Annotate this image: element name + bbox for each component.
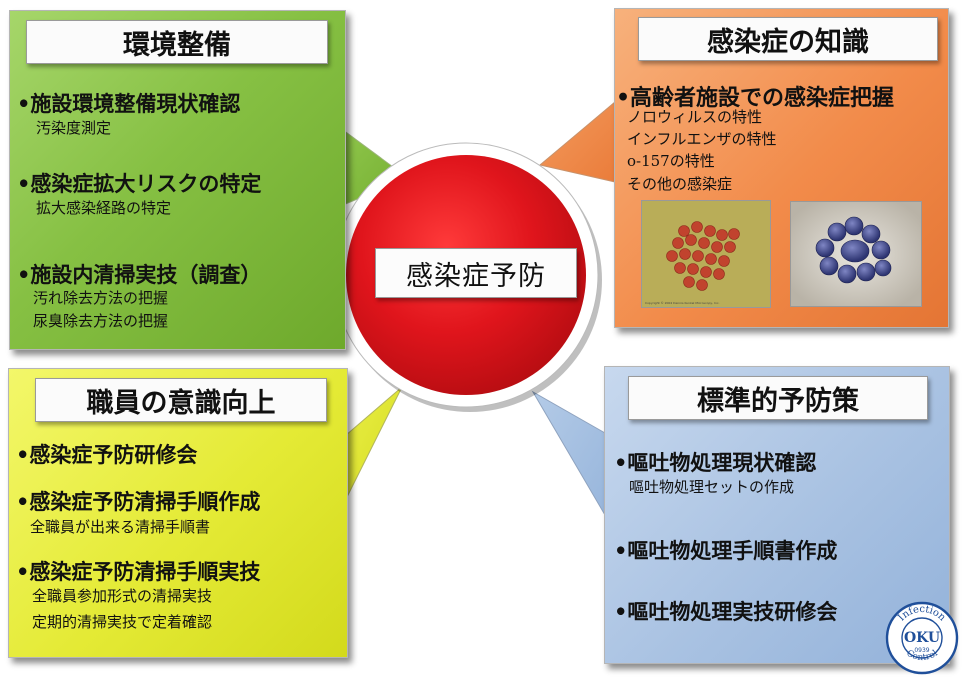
staff-title: 職員の意識向上: [35, 378, 327, 422]
knowledge-sub-3: o-157の特性: [627, 152, 715, 170]
environment-item-1-sub: 汚染度測定: [36, 119, 112, 137]
norovirus-micrograph: Copyright © 2004 Dennis Kunkel Microscop…: [641, 200, 771, 308]
staff-item-3: •感染症予防清掃手順実技: [16, 559, 261, 584]
infection-control-seal: Infection OKU 0939 Control: [885, 601, 959, 675]
influenza-micrograph: [790, 201, 922, 307]
environment-item-2-sub: 拡大感染経路の特定: [36, 199, 172, 217]
standard-item-1-sub: 嘔吐物処理セットの作成: [629, 478, 795, 496]
environment-item-3-sub-2: 尿臭除去方法の把握: [33, 312, 169, 330]
staff-item-3-sub-2: 定期的清掃実技で定着確認: [32, 613, 213, 631]
knowledge-callout-tail: [538, 100, 616, 183]
staff-item-3-sub-1: 全職員参加形式の清掃実技: [32, 587, 213, 605]
knowledge-sub-1: ノロウィルスの特性: [627, 108, 763, 126]
standard-item-1: •嘔吐物処理現状確認: [614, 450, 817, 475]
knowledge-title: 感染症の知識: [638, 17, 938, 61]
center-title: 感染症予防: [375, 248, 577, 298]
standard-callout-tail: [531, 390, 606, 517]
staff-item-1: •感染症予防研修会: [16, 442, 198, 467]
standard-title: 標準的予防策: [628, 376, 928, 420]
seal-main-text: OKU: [904, 630, 940, 646]
micrograph-caption: Copyright © 2004 Dennis Kunkel Microscop…: [645, 301, 720, 305]
environment-item-3: •施設内清掃実技（調査）: [17, 262, 262, 287]
environment-panel: [9, 10, 346, 350]
environment-item-2: •感染症拡大リスクの特定: [17, 171, 262, 196]
standard-item-2: •嘔吐物処理手順書作成: [614, 538, 838, 563]
standard-item-3: •嘔吐物処理実技研修会: [614, 599, 838, 624]
seal-number-text: 0939: [914, 647, 929, 654]
seal-top-text: Infection: [896, 604, 948, 624]
environment-item-3-sub-1: 汚れ除去方法の把握: [33, 289, 169, 307]
seal-bottom-text: Control: [904, 649, 939, 664]
environment-title: 環境整備: [26, 20, 328, 64]
knowledge-headline: •高齢者施設での感染症把握: [616, 85, 895, 111]
knowledge-sub-2: インフルエンザの特性: [627, 130, 777, 148]
staff-item-2-sub: 全職員が出来る清掃手順書: [30, 518, 211, 536]
environment-item-1: •施設環境整備現状確認: [17, 91, 241, 116]
staff-callout-tail: [344, 386, 403, 502]
staff-item-2: •感染症予防清掃手順作成: [16, 489, 261, 514]
knowledge-sub-4: その他の感染症: [627, 175, 733, 193]
